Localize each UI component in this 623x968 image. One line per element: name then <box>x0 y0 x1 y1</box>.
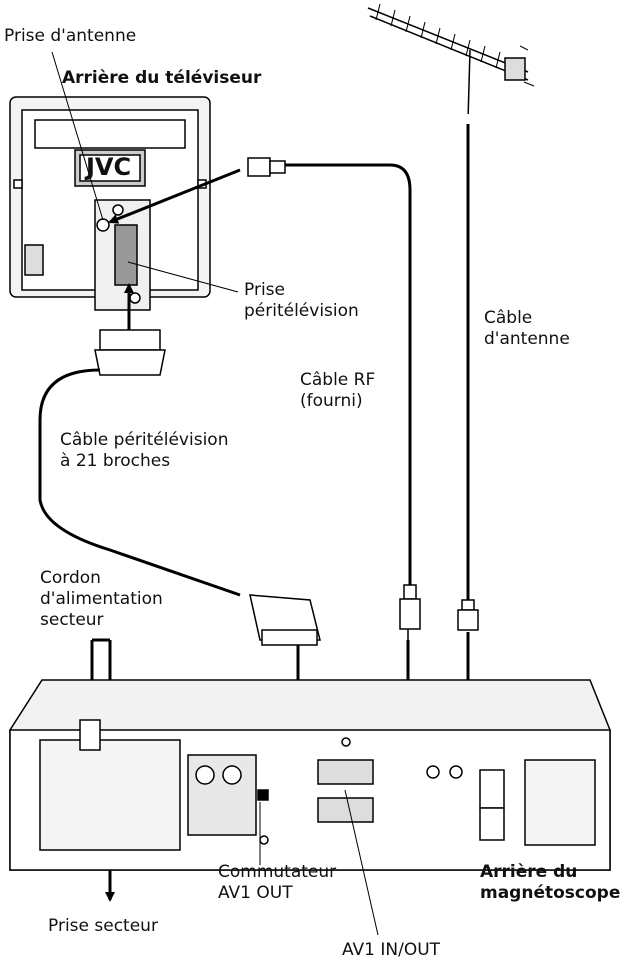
av1-inout-label: AV1 IN/OUT <box>342 940 441 960</box>
rf-cable-plug-top <box>247 157 286 177</box>
power-cord-label: Cordon d'alimentation secteur <box>40 568 163 630</box>
tv-rear-label: Arrière du téléviseur <box>62 68 262 88</box>
antenna-cable-label: Câble d'antenne <box>484 308 570 349</box>
antenna <box>367 3 535 121</box>
vcr-unit <box>9 679 611 871</box>
scart-cable <box>38 329 342 772</box>
rf-cable-plug-bottom <box>399 584 421 640</box>
antenna-cable-plug <box>457 599 479 631</box>
vcr-rear-label: Arrière du magnétoscope <box>480 862 621 903</box>
antenna-jack-label: Prise d'antenne <box>4 26 137 46</box>
tv-logo: JVC <box>86 153 132 181</box>
mains-outlet-label: Prise secteur <box>48 916 158 936</box>
rf-cable-label: Câble RF (fourni) <box>300 370 376 411</box>
scart-cable-label: Câble péritélévision à 21 broches <box>60 430 229 471</box>
scart-jack-label: Prise péritélévision <box>244 280 359 321</box>
tv-set <box>9 96 211 311</box>
av1-switch-label: Commutateur AV1 OUT <box>218 862 337 903</box>
